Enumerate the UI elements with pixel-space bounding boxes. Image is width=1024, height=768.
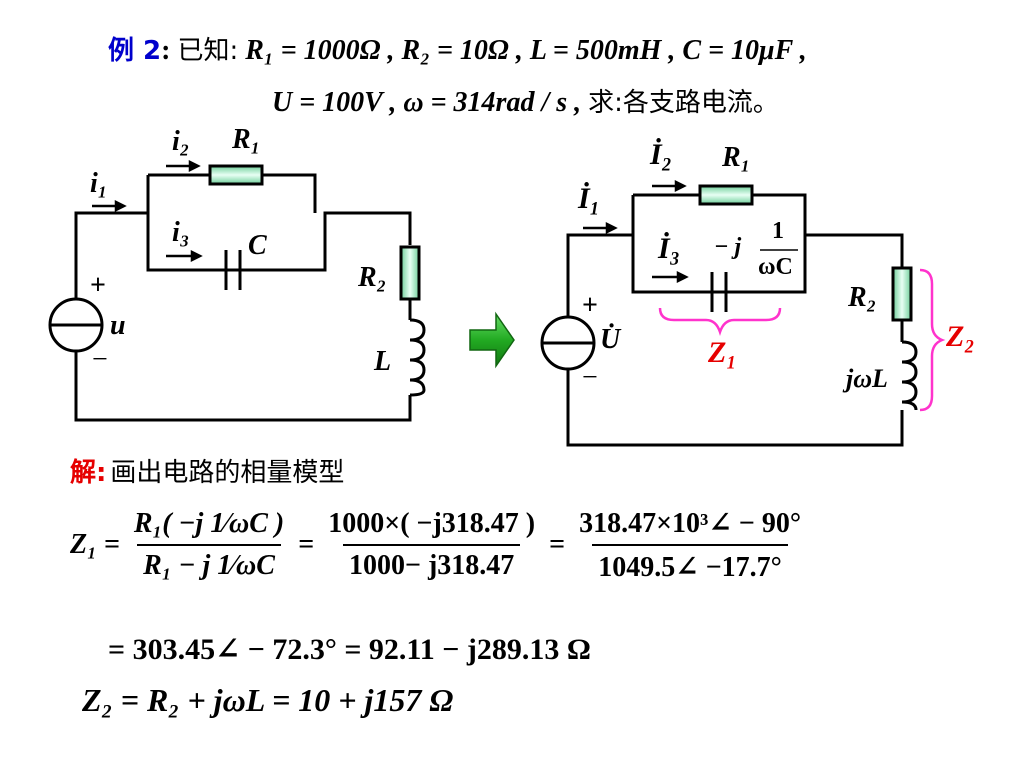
solution-heading: 解: 画出电路的相量模型 (70, 452, 344, 489)
question-text: 求:各支路电流。 (588, 88, 779, 118)
label-phasor-i1: İ₁ (578, 182, 601, 215)
solution-text: 画出电路的相量模型 (110, 458, 345, 488)
label-l: L (374, 346, 392, 377)
fraction-2-den: 1000− j318.47 (343, 544, 521, 582)
label-z2: Z₂ (946, 320, 975, 353)
fraction-1-num: R₁( −j 1⁄ωC ) (133, 508, 285, 539)
problem-line-2: U = 100V , ω = 314rad / s , 求:各支路电流。 (272, 82, 779, 119)
left-resistor-r2 (399, 245, 421, 301)
equals-sign: = (549, 529, 566, 560)
right-wire (566, 193, 904, 447)
label-phasor-i3: İ₃ (658, 232, 681, 265)
left-circuit (48, 173, 426, 422)
known-label: 已知: (177, 36, 239, 66)
z1-result-line: = 303.45∠ − 72.3° = 92.11 − j289.13 Ω (108, 633, 591, 666)
given-values-line-2: U = 100V , ω = 314rad / s , (272, 87, 582, 118)
left-current-arrows (92, 159, 203, 263)
label-z1: Z₁ (708, 336, 737, 369)
z2-equation: Z₂ = R₂ + jωL = 10 + j157 Ω (82, 682, 454, 718)
label-plus: + (90, 270, 106, 301)
right-resistor-r1 (698, 184, 754, 206)
fraction-2-num: 1000×( −j318.47 ) (328, 508, 536, 539)
label-phasor-u: U̇ (600, 324, 621, 355)
left-inductor (409, 318, 426, 397)
solution-label: 解: (70, 458, 107, 488)
label-minus: − (92, 344, 108, 375)
fraction-1-den: R₁ − j 1⁄ωC (137, 544, 281, 582)
label-cap-num: 1 (772, 218, 784, 244)
z1-brace (658, 307, 782, 336)
label-phasor-r1: R₁ (722, 142, 751, 173)
label-jwl: jωL (846, 364, 888, 393)
z1-equation: Z₁ = R₁( −j 1⁄ωC ) R₁ − j 1⁄ωC = 1000×( … (70, 506, 807, 584)
label-phasor-minus: − (582, 362, 598, 393)
circuit-diagrams (48, 159, 946, 447)
given-values-line-1: R₁ = 1000Ω , R₂ = 10Ω , L = 500mH , C = … (245, 35, 807, 66)
fraction-3-num: 318.47×10³∠ − 90° (579, 508, 802, 539)
left-resistor-r1 (208, 164, 264, 186)
label-i1: i₁ (90, 168, 108, 199)
fraction-3-den: 1049.5∠ −17.7° (592, 544, 788, 584)
left-wire (74, 173, 412, 422)
example-label: 例 2 (108, 36, 162, 66)
label-u: u (110, 310, 126, 341)
z1-lhs: Z₁ = (70, 529, 120, 560)
label-r2: R₂ (358, 262, 387, 293)
fraction-1: R₁( −j 1⁄ωC ) R₁ − j 1⁄ωC (128, 508, 290, 582)
label-c: C (248, 230, 267, 261)
fraction-3: 318.47×10³∠ − 90° 1049.5∠ −17.7° (573, 506, 807, 584)
z2-brace (919, 268, 946, 412)
fraction-2: 1000×( −j318.47 ) 1000− j318.47 (322, 508, 541, 582)
right-current-arrows (583, 179, 689, 284)
problem-line-1: 例 2: 已知: R₁ = 1000Ω , R₂ = 10Ω , L = 500… (108, 35, 807, 66)
label-cap-den: ωC (758, 254, 793, 280)
right-inductor (901, 340, 918, 411)
transform-arrow (469, 311, 515, 369)
right-resistor-r2 (891, 266, 913, 322)
equals-sign: = (298, 529, 315, 560)
label-i3: i₃ (172, 217, 190, 248)
label-i2: i₂ (172, 126, 190, 157)
label-cap-prefix: − j (714, 234, 742, 260)
label-r1: R₁ (232, 124, 261, 155)
label-phasor-r2: R₂ (848, 282, 877, 313)
label-phasor-i2: İ₂ (650, 138, 673, 171)
label-phasor-plus: + (582, 290, 598, 321)
right-circuit (540, 193, 918, 447)
